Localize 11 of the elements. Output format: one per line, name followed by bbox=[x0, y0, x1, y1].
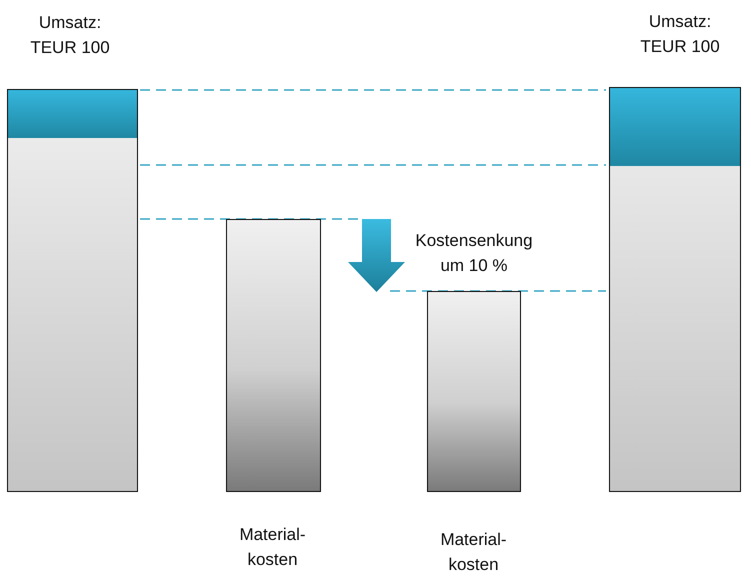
profit-segment bbox=[610, 88, 740, 166]
bar-label: Material- kosten bbox=[439, 529, 508, 576]
bar bbox=[7, 89, 138, 492]
bar bbox=[609, 87, 741, 492]
bar bbox=[226, 219, 321, 492]
bar-heading: Umsatz: TEUR 100 bbox=[639, 11, 721, 58]
bar-heading: Umsatz: TEUR 100 bbox=[29, 12, 111, 59]
bar bbox=[427, 291, 521, 492]
profit-segment bbox=[8, 90, 137, 138]
bar-label: Material- kosten bbox=[238, 524, 307, 571]
annotation-text: Kostensenkung um 10 % bbox=[414, 230, 534, 277]
